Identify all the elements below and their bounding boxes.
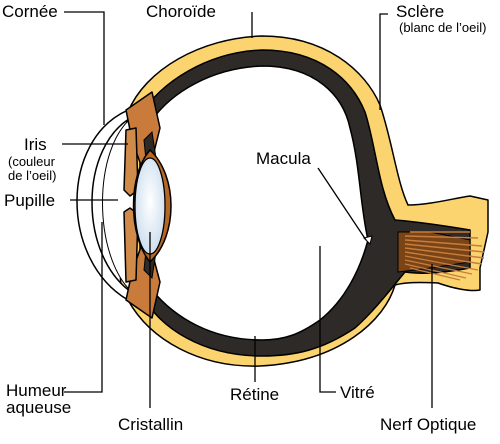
leader-cornee <box>64 11 105 125</box>
iris-bottom <box>123 207 139 283</box>
leader-sclere <box>379 13 388 110</box>
leader-humeur <box>64 222 103 393</box>
label-iris-note-1: (couleur <box>8 154 56 169</box>
label-iris-note-2: de l’oeil) <box>8 168 56 183</box>
leader-vitre <box>319 246 336 393</box>
label-retine: Rétine <box>230 385 279 404</box>
leader-lines <box>62 11 433 408</box>
macula-mark <box>363 235 373 245</box>
label-pupille: Pupille <box>4 191 55 210</box>
label-sclere: Sclère <box>396 2 444 21</box>
leader-macula <box>317 167 367 241</box>
label-cornee: Cornée <box>2 2 58 21</box>
label-macula: Macula <box>256 149 311 168</box>
label-humeur-1: Humeur <box>6 381 67 400</box>
label-cristallin: Cristallin <box>118 415 183 434</box>
label-nerf: Nerf Optique <box>380 415 476 434</box>
label-humeur-2: aqueuse <box>6 398 71 417</box>
label-choroide: Choroïde <box>146 2 216 21</box>
label-sclere-note: (blanc de l’oeil) <box>399 20 486 35</box>
label-iris: Iris <box>24 135 47 154</box>
optic-nerve <box>397 231 485 281</box>
vitreous-body <box>151 65 369 341</box>
label-vitre: Vitré <box>340 383 375 402</box>
optic-nerve-fibers <box>404 231 485 281</box>
